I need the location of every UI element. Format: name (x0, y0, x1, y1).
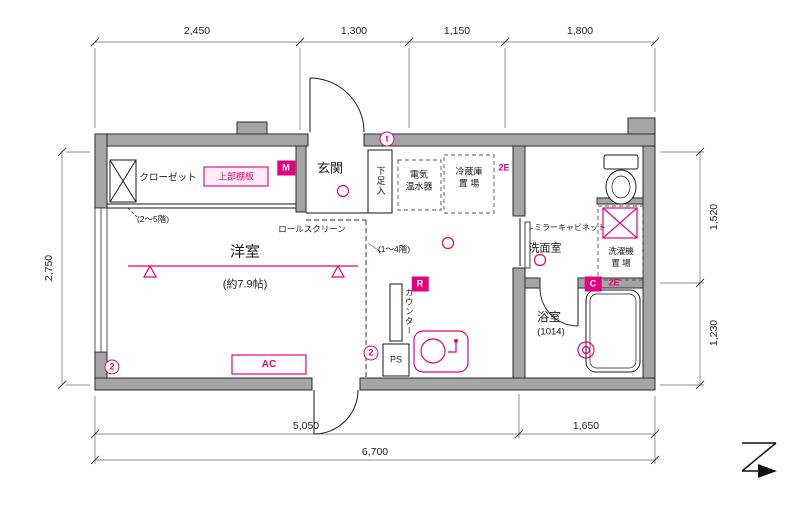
symbol-m-box: M (277, 160, 295, 176)
label-bathroom-size: (1014) (537, 326, 565, 338)
fridge-box (443, 154, 495, 214)
label-water-heater-1: 電気 (409, 169, 429, 180)
walls (94, 117, 656, 391)
hanging-rail (128, 264, 358, 278)
label-counter: カウンター (404, 288, 415, 336)
label-western-room-size: (約7.9帖) (222, 278, 268, 291)
dim-top-3: 1,150 (443, 24, 471, 37)
symbol-2e-2: 2E (608, 277, 620, 288)
label-water-heater-2: 温水器 (405, 181, 433, 192)
dim-top-2: 1,300 (340, 24, 368, 37)
label-upper-shelf: 上部棚板 (217, 171, 255, 182)
water-heater-box (397, 159, 442, 211)
wall-bottom-left (94, 377, 313, 391)
wall-right (642, 145, 656, 379)
dim-right-upper: 1,520 (707, 203, 720, 231)
dim-bottom-2: 1,650 (572, 419, 600, 432)
label-shoe-box: 下足入 (375, 166, 386, 196)
roll-screen-lines (306, 219, 367, 377)
dim-top-1: 2,450 (183, 24, 211, 37)
label-washer-2: 置 場 (611, 257, 631, 268)
dashed-fixtures (397, 154, 644, 281)
dim-top-4: 1,800 (566, 24, 594, 37)
upper-shelf-box (203, 166, 269, 187)
label-washer-1: 洗濯機 (608, 245, 634, 256)
entrance-door (309, 77, 365, 133)
label-washroom: 洗面室 (528, 242, 562, 255)
bath-faucet (577, 341, 595, 359)
wall-bottom-right (359, 377, 656, 391)
pipe-space-box (382, 343, 410, 377)
symbol-t-circle: t (379, 131, 395, 147)
symbol-2e-1: 2E (498, 162, 510, 173)
washer-pan (602, 207, 638, 239)
dim-bottom-1: 5,050 (292, 419, 320, 432)
wall-bath-divider-left (524, 277, 541, 289)
downlight-entrance (336, 184, 350, 198)
label-fridge-2: 置 場 (458, 178, 480, 189)
wall-washroom-upper (512, 145, 526, 217)
wall-bathroom-left (512, 267, 526, 379)
label-closet: クローゼット (139, 172, 197, 184)
downlight-symbols (336, 184, 547, 267)
wall-top-left (94, 133, 309, 147)
symbol-c-box: C (584, 276, 602, 292)
dim-left: 2,750 (42, 254, 55, 282)
label-fridge-1: 冷蔵庫 (455, 166, 483, 177)
symbol-r-box: R (411, 276, 429, 292)
bottom-door (313, 389, 359, 435)
dimension-lines (61, 41, 704, 464)
closet-note-leader (127, 207, 138, 218)
washer-box (597, 205, 644, 281)
bathroom-door (539, 287, 579, 327)
floor-note-leader (367, 242, 382, 253)
wall-top-right (363, 133, 656, 147)
dimension-ticks (57, 37, 705, 465)
dim-right-lower: 1,230 (707, 319, 720, 347)
north-arrow (741, 442, 777, 478)
downlight-washroom (533, 253, 547, 267)
label-ac: AC (261, 359, 277, 370)
label-entrance: 玄関 (316, 160, 344, 176)
label-ps: PS (389, 354, 403, 365)
window-left (94, 207, 108, 353)
counter-unit (389, 283, 403, 342)
symbol-2-circle-2: 2 (363, 345, 379, 361)
ac-box (231, 354, 307, 375)
symbol-2-circle-1: 2 (104, 359, 120, 375)
closet-fixtures (107, 159, 296, 218)
kitchen-sink (413, 330, 469, 373)
label-bathroom: 浴室 (536, 310, 562, 324)
downlight-corridor (441, 236, 455, 250)
wall-bath-divider-right (577, 277, 644, 289)
label-closet-note: (2〜5階) (136, 213, 170, 224)
wall-left-upper (94, 133, 108, 209)
toilet (603, 154, 639, 205)
label-roll-screen: ロールスクリーン (278, 223, 346, 234)
shoe-cabinet (367, 149, 393, 214)
doors (306, 77, 579, 435)
wall-entrance-left (295, 145, 307, 213)
dim-total: 6,700 (361, 445, 389, 458)
mirror-cabinet (524, 221, 531, 269)
label-floor-note: (1〜4階) (377, 243, 411, 254)
bathtub (585, 289, 641, 373)
label-western-room: 洋室 (229, 243, 261, 261)
label-mirror-cabinet: ミラーキャビネット (534, 223, 606, 232)
